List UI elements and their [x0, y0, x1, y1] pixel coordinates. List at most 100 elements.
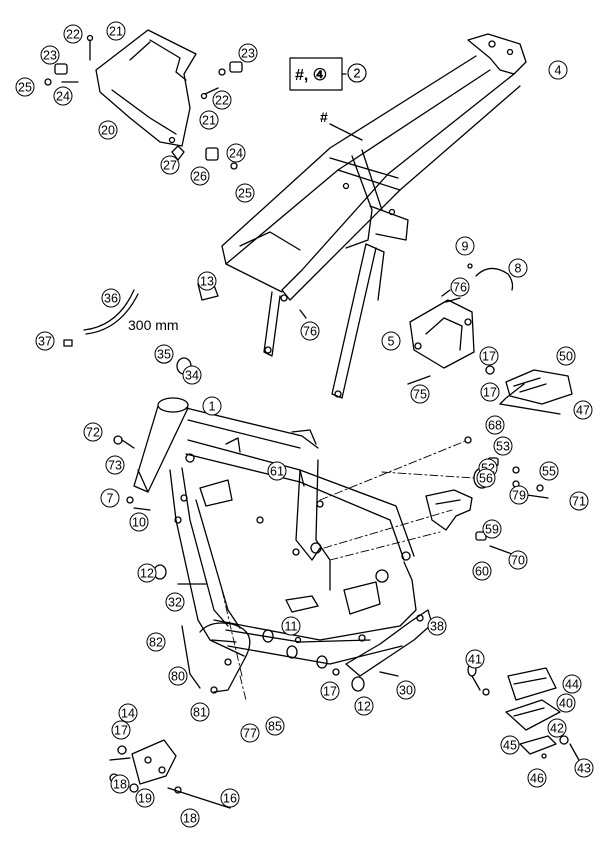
callout-81: 81	[190, 702, 210, 722]
svg-text:80: 80	[171, 670, 185, 684]
svg-text:50: 50	[559, 350, 573, 364]
svg-text:44: 44	[565, 678, 579, 692]
svg-text:61: 61	[270, 465, 284, 479]
callout-7: 7	[100, 488, 120, 508]
skid-plate	[95, 29, 197, 147]
svg-text:17: 17	[482, 350, 496, 364]
brake-pedal-parts	[467, 663, 581, 763]
svg-text:30: 30	[399, 684, 413, 698]
svg-text:70: 70	[511, 554, 525, 568]
cable-guide	[475, 267, 514, 291]
callout-41: 41	[465, 649, 485, 669]
callout-37: 37	[35, 331, 55, 351]
callout-19: 19	[135, 788, 155, 808]
callout-56: 56	[476, 468, 496, 488]
assembly-box-number: 2	[347, 63, 367, 83]
callout-4: 4	[548, 60, 568, 80]
callout-30: 30	[396, 680, 416, 700]
svg-text:13: 13	[200, 275, 214, 289]
callout-35: 35	[154, 344, 174, 364]
svg-text:20: 20	[101, 124, 115, 138]
callout-21: 21	[199, 110, 219, 130]
svg-text:5: 5	[388, 335, 395, 349]
svg-text:9: 9	[462, 240, 469, 254]
callout-25: 25	[15, 77, 35, 97]
callout-13: 13	[197, 271, 217, 291]
svg-text:41: 41	[468, 653, 482, 667]
callout-75: 75	[410, 384, 430, 404]
svg-text:37: 37	[38, 335, 52, 349]
callout-17: 17	[480, 382, 500, 402]
svg-text:8: 8	[515, 262, 522, 276]
svg-text:42: 42	[550, 722, 564, 736]
svg-text:72: 72	[86, 426, 100, 440]
callout-26: 26	[190, 166, 210, 186]
callout-17: 17	[479, 346, 499, 366]
svg-text:10: 10	[132, 516, 146, 530]
callout-18: 18	[110, 774, 130, 794]
svg-text:56: 56	[479, 472, 493, 486]
callout-32: 32	[165, 592, 185, 612]
callout-23: 23	[40, 45, 60, 65]
svg-text:22: 22	[215, 94, 229, 108]
callout-76: 76	[300, 321, 320, 341]
callout-23: 23	[238, 43, 258, 63]
callout-22: 22	[212, 90, 232, 110]
callout-22: 22	[63, 24, 83, 44]
svg-text:21: 21	[202, 114, 216, 128]
callout-68: 68	[485, 415, 505, 435]
svg-text:60: 60	[475, 565, 489, 579]
callout-43: 43	[574, 758, 594, 778]
callout-79: 79	[509, 485, 529, 505]
callout-11: 11	[281, 616, 301, 636]
svg-text:2: 2	[354, 67, 361, 81]
callout-8: 8	[508, 258, 528, 278]
frame-marker: #	[320, 109, 328, 125]
callout-21: 21	[106, 21, 126, 41]
svg-text:1: 1	[209, 400, 216, 414]
rear-subframe	[221, 33, 527, 399]
svg-text:4: 4	[555, 64, 562, 78]
callout-53: 53	[493, 436, 513, 456]
svg-text:12: 12	[140, 567, 154, 581]
callout-60: 60	[472, 561, 492, 581]
hose-length-label: 300 mm	[128, 317, 179, 333]
callout-24: 24	[53, 86, 73, 106]
svg-text:71: 71	[572, 495, 586, 509]
callout-9: 9	[455, 236, 475, 256]
svg-text:23: 23	[43, 49, 57, 63]
callout-82: 82	[146, 632, 166, 652]
callout-76: 76	[450, 277, 470, 297]
svg-text:46: 46	[530, 772, 544, 786]
svg-text:38: 38	[430, 620, 444, 634]
callout-10: 10	[129, 512, 149, 532]
svg-text:17: 17	[114, 724, 128, 738]
svg-text:2: 2	[354, 67, 361, 81]
svg-text:55: 55	[542, 465, 556, 479]
callout-77: 77	[240, 723, 260, 743]
svg-text:43: 43	[577, 762, 591, 776]
svg-text:75: 75	[413, 388, 427, 402]
svg-text:18: 18	[183, 812, 197, 826]
leader-lines	[221, 439, 475, 701]
svg-text:22: 22	[66, 28, 80, 42]
callout-18: 18	[180, 808, 200, 828]
callout-1: 1	[202, 396, 222, 416]
svg-text:76: 76	[303, 325, 317, 339]
callout-17: 17	[320, 681, 340, 701]
svg-text:77: 77	[243, 727, 257, 741]
svg-text:17: 17	[323, 685, 337, 699]
svg-text:25: 25	[238, 187, 252, 201]
callout-16: 16	[220, 788, 240, 808]
callout-5: 5	[381, 331, 401, 351]
callout-50: 50	[556, 346, 576, 366]
svg-text:18: 18	[113, 778, 127, 792]
svg-text:59: 59	[485, 523, 499, 537]
svg-text:16: 16	[223, 792, 237, 806]
callout-44: 44	[562, 674, 582, 694]
chain-guard	[425, 489, 513, 555]
svg-text:35: 35	[157, 348, 171, 362]
footpeg	[485, 365, 573, 415]
svg-text:23: 23	[241, 47, 255, 61]
